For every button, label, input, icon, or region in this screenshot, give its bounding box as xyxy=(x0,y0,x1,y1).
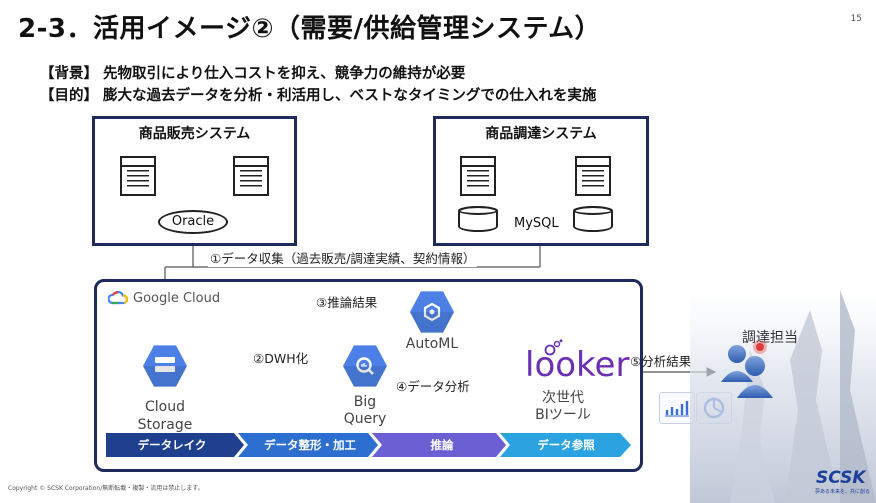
copyright-footer: Copyright © SCSK Corporation/無断転載・複製・流用は… xyxy=(8,485,204,492)
step3-label: ③推論結果 xyxy=(316,295,378,310)
oracle-database-icon: Oracle xyxy=(158,210,228,234)
stage-arrows xyxy=(106,433,631,457)
looker-label: 次世代 BIツール xyxy=(518,390,608,424)
user-group-icon xyxy=(721,345,773,398)
step5-label: ⑤分析結果 xyxy=(630,354,692,369)
oracle-label: Oracle xyxy=(171,214,215,229)
google-cloud-label: Google Cloud xyxy=(133,291,221,306)
cloud-storage-label-line1: Cloud xyxy=(145,399,185,415)
bar-chart-icon xyxy=(659,392,695,424)
looker-logo: looker xyxy=(525,345,630,385)
stage-inference: 推論 xyxy=(430,438,454,452)
mysql-label: MySQL xyxy=(514,216,559,231)
cursor-dot xyxy=(756,343,764,351)
scsk-logo: SCSK xyxy=(816,468,866,488)
scsk-tagline: 夢ある未来を、共に創る xyxy=(815,489,871,495)
procurement-doc-icon-1 xyxy=(460,156,496,196)
sales-doc-icon-2 xyxy=(233,156,269,196)
step1-label: ①データ収集（過去販売/調達実績、契約情報） xyxy=(208,248,478,267)
stage-data-lake: データレイク xyxy=(137,438,207,452)
cloud-storage-label: Cloud Storage xyxy=(125,398,205,434)
bigquery-label-line2: Query xyxy=(343,411,387,427)
mysql-database-icon-2 xyxy=(573,206,613,232)
stage-data-shaping: データ整形・加工 xyxy=(264,438,356,452)
cloud-storage-label-line2: Storage xyxy=(137,417,193,433)
sales-system-title: 商品販売システム xyxy=(138,126,251,142)
stage-data-reference: データ参照 xyxy=(537,438,595,452)
bigquery-icon xyxy=(343,345,387,387)
bigquery-label-line1: Big xyxy=(353,394,377,410)
looker-dots-icon xyxy=(542,339,572,357)
background-line: 【背景】 先物取引により仕入コストを抑え、競争力の維持が必要 xyxy=(40,66,466,82)
looker-label-line2: BIツール xyxy=(535,407,591,423)
procurement-system-title: 商品調達システム xyxy=(485,126,597,142)
automl-label: AutoML xyxy=(405,336,459,352)
google-cloud-logo-icon xyxy=(107,290,129,305)
automl-icon xyxy=(410,291,454,333)
step4-label: ④データ分析 xyxy=(396,379,470,394)
page-number: 15 xyxy=(850,14,862,24)
sales-doc-icon-1 xyxy=(120,156,156,196)
mysql-database-icon-1 xyxy=(458,206,498,232)
procurement-doc-icon-2 xyxy=(575,156,611,196)
cloud-storage-icon xyxy=(143,345,187,387)
looker-label-line1: 次世代 xyxy=(542,390,584,406)
purpose-line: 【目的】 膨大な過去データを分析・利活用し、ベストなタイミングでの仕入れを実施 xyxy=(40,88,597,104)
bigquery-label: Big Query xyxy=(327,394,403,428)
step2-label: ②DWH化 xyxy=(253,351,309,366)
slide-title: 2-3．活用イメージ②（需要/供給管理システム） xyxy=(18,14,602,44)
user-label: 調達担当 xyxy=(742,330,798,346)
